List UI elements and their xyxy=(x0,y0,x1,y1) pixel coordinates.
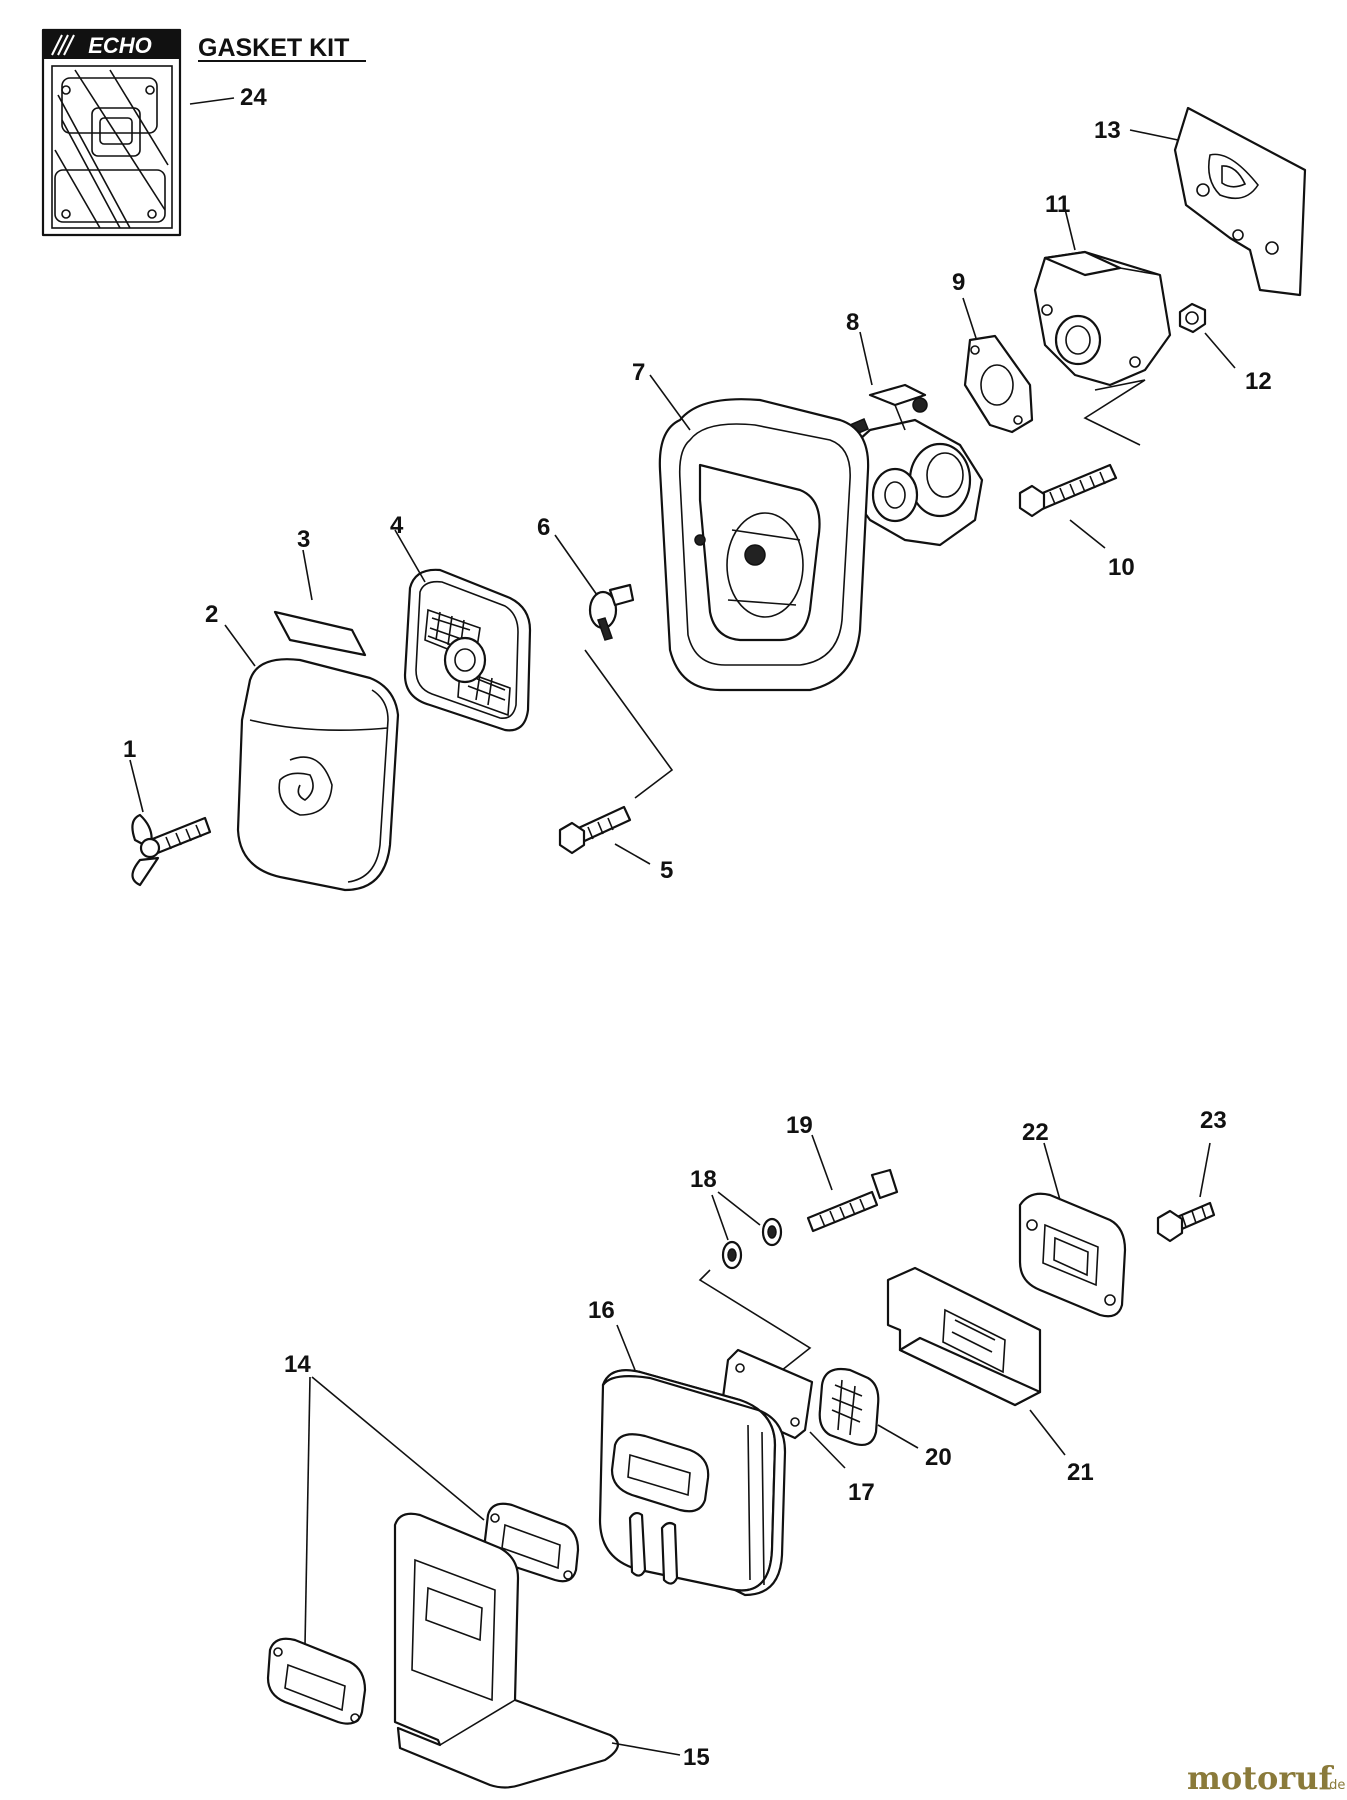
part-11-insulator xyxy=(1033,250,1172,387)
part-22-exhaust-gasket xyxy=(1018,1192,1127,1318)
part-9-carburetor-gasket xyxy=(963,334,1034,434)
callout-20: 20 xyxy=(925,1444,952,1471)
echo-logo: ECHO xyxy=(44,31,179,59)
part-4-air-filter xyxy=(403,568,532,732)
callout-24: 24 xyxy=(240,84,267,111)
callout-4: 4 xyxy=(390,512,404,539)
part-8-carburetor xyxy=(837,383,984,547)
callout-23: 23 xyxy=(1200,1107,1227,1134)
callout-3: 3 xyxy=(297,526,310,553)
part-16-muffler xyxy=(598,1369,787,1597)
part-1-wing-bolt xyxy=(131,813,212,887)
echo-logo-text: ECHO xyxy=(88,33,152,58)
callout-13: 13 xyxy=(1094,117,1121,144)
callout-2: 2 xyxy=(205,601,218,628)
kit-title: GASKET KIT xyxy=(198,34,349,62)
callout-22: 22 xyxy=(1022,1119,1049,1146)
part-20-spark-arrester xyxy=(818,1367,880,1447)
callout-18: 18 xyxy=(690,1166,717,1193)
part-15-heat-shield xyxy=(393,1512,619,1789)
watermark-suffix: .de xyxy=(1325,1778,1345,1793)
part-10-bolt xyxy=(1018,463,1118,518)
callout-16: 16 xyxy=(588,1297,615,1324)
callout-14: 14 xyxy=(284,1351,311,1378)
part-12-nut xyxy=(1178,302,1207,334)
part-5-screw xyxy=(558,805,632,855)
part-3-filter-pad xyxy=(273,610,367,657)
callout-17: 17 xyxy=(848,1479,875,1506)
callout-8: 8 xyxy=(846,309,859,336)
callout-7: 7 xyxy=(632,359,645,386)
callout-9: 9 xyxy=(952,269,965,296)
callout-11: 11 xyxy=(1045,191,1070,218)
part-21-muffler-cover xyxy=(886,1266,1042,1407)
callout-21: 21 xyxy=(1067,1459,1094,1486)
watermark-logo: motoruf .de xyxy=(1187,1759,1345,1797)
part-6-choke-lever xyxy=(588,583,635,641)
callout-15: 15 xyxy=(683,1744,710,1771)
gasket-kit-box: ECHO GASKET KIT 24 xyxy=(41,28,366,237)
part-2-air-cleaner-cover xyxy=(236,658,400,892)
callout-10: 10 xyxy=(1108,554,1135,581)
kit-package-art xyxy=(51,65,173,229)
part-19-bolt xyxy=(806,1168,899,1233)
part-23-bolt xyxy=(1156,1201,1216,1243)
callout-6: 6 xyxy=(537,514,550,541)
part-18-washers xyxy=(721,1217,783,1270)
callout-19: 19 xyxy=(786,1112,813,1139)
watermark-name: motoruf xyxy=(1187,1759,1334,1797)
callout-1: 1 xyxy=(123,736,136,763)
part-13-insulator-gasket xyxy=(1173,106,1307,297)
callout-12: 12 xyxy=(1245,368,1272,395)
part-7-air-cleaner-case xyxy=(658,398,870,692)
part-14-gasket-lower xyxy=(266,1637,367,1725)
callout-5: 5 xyxy=(660,857,673,884)
